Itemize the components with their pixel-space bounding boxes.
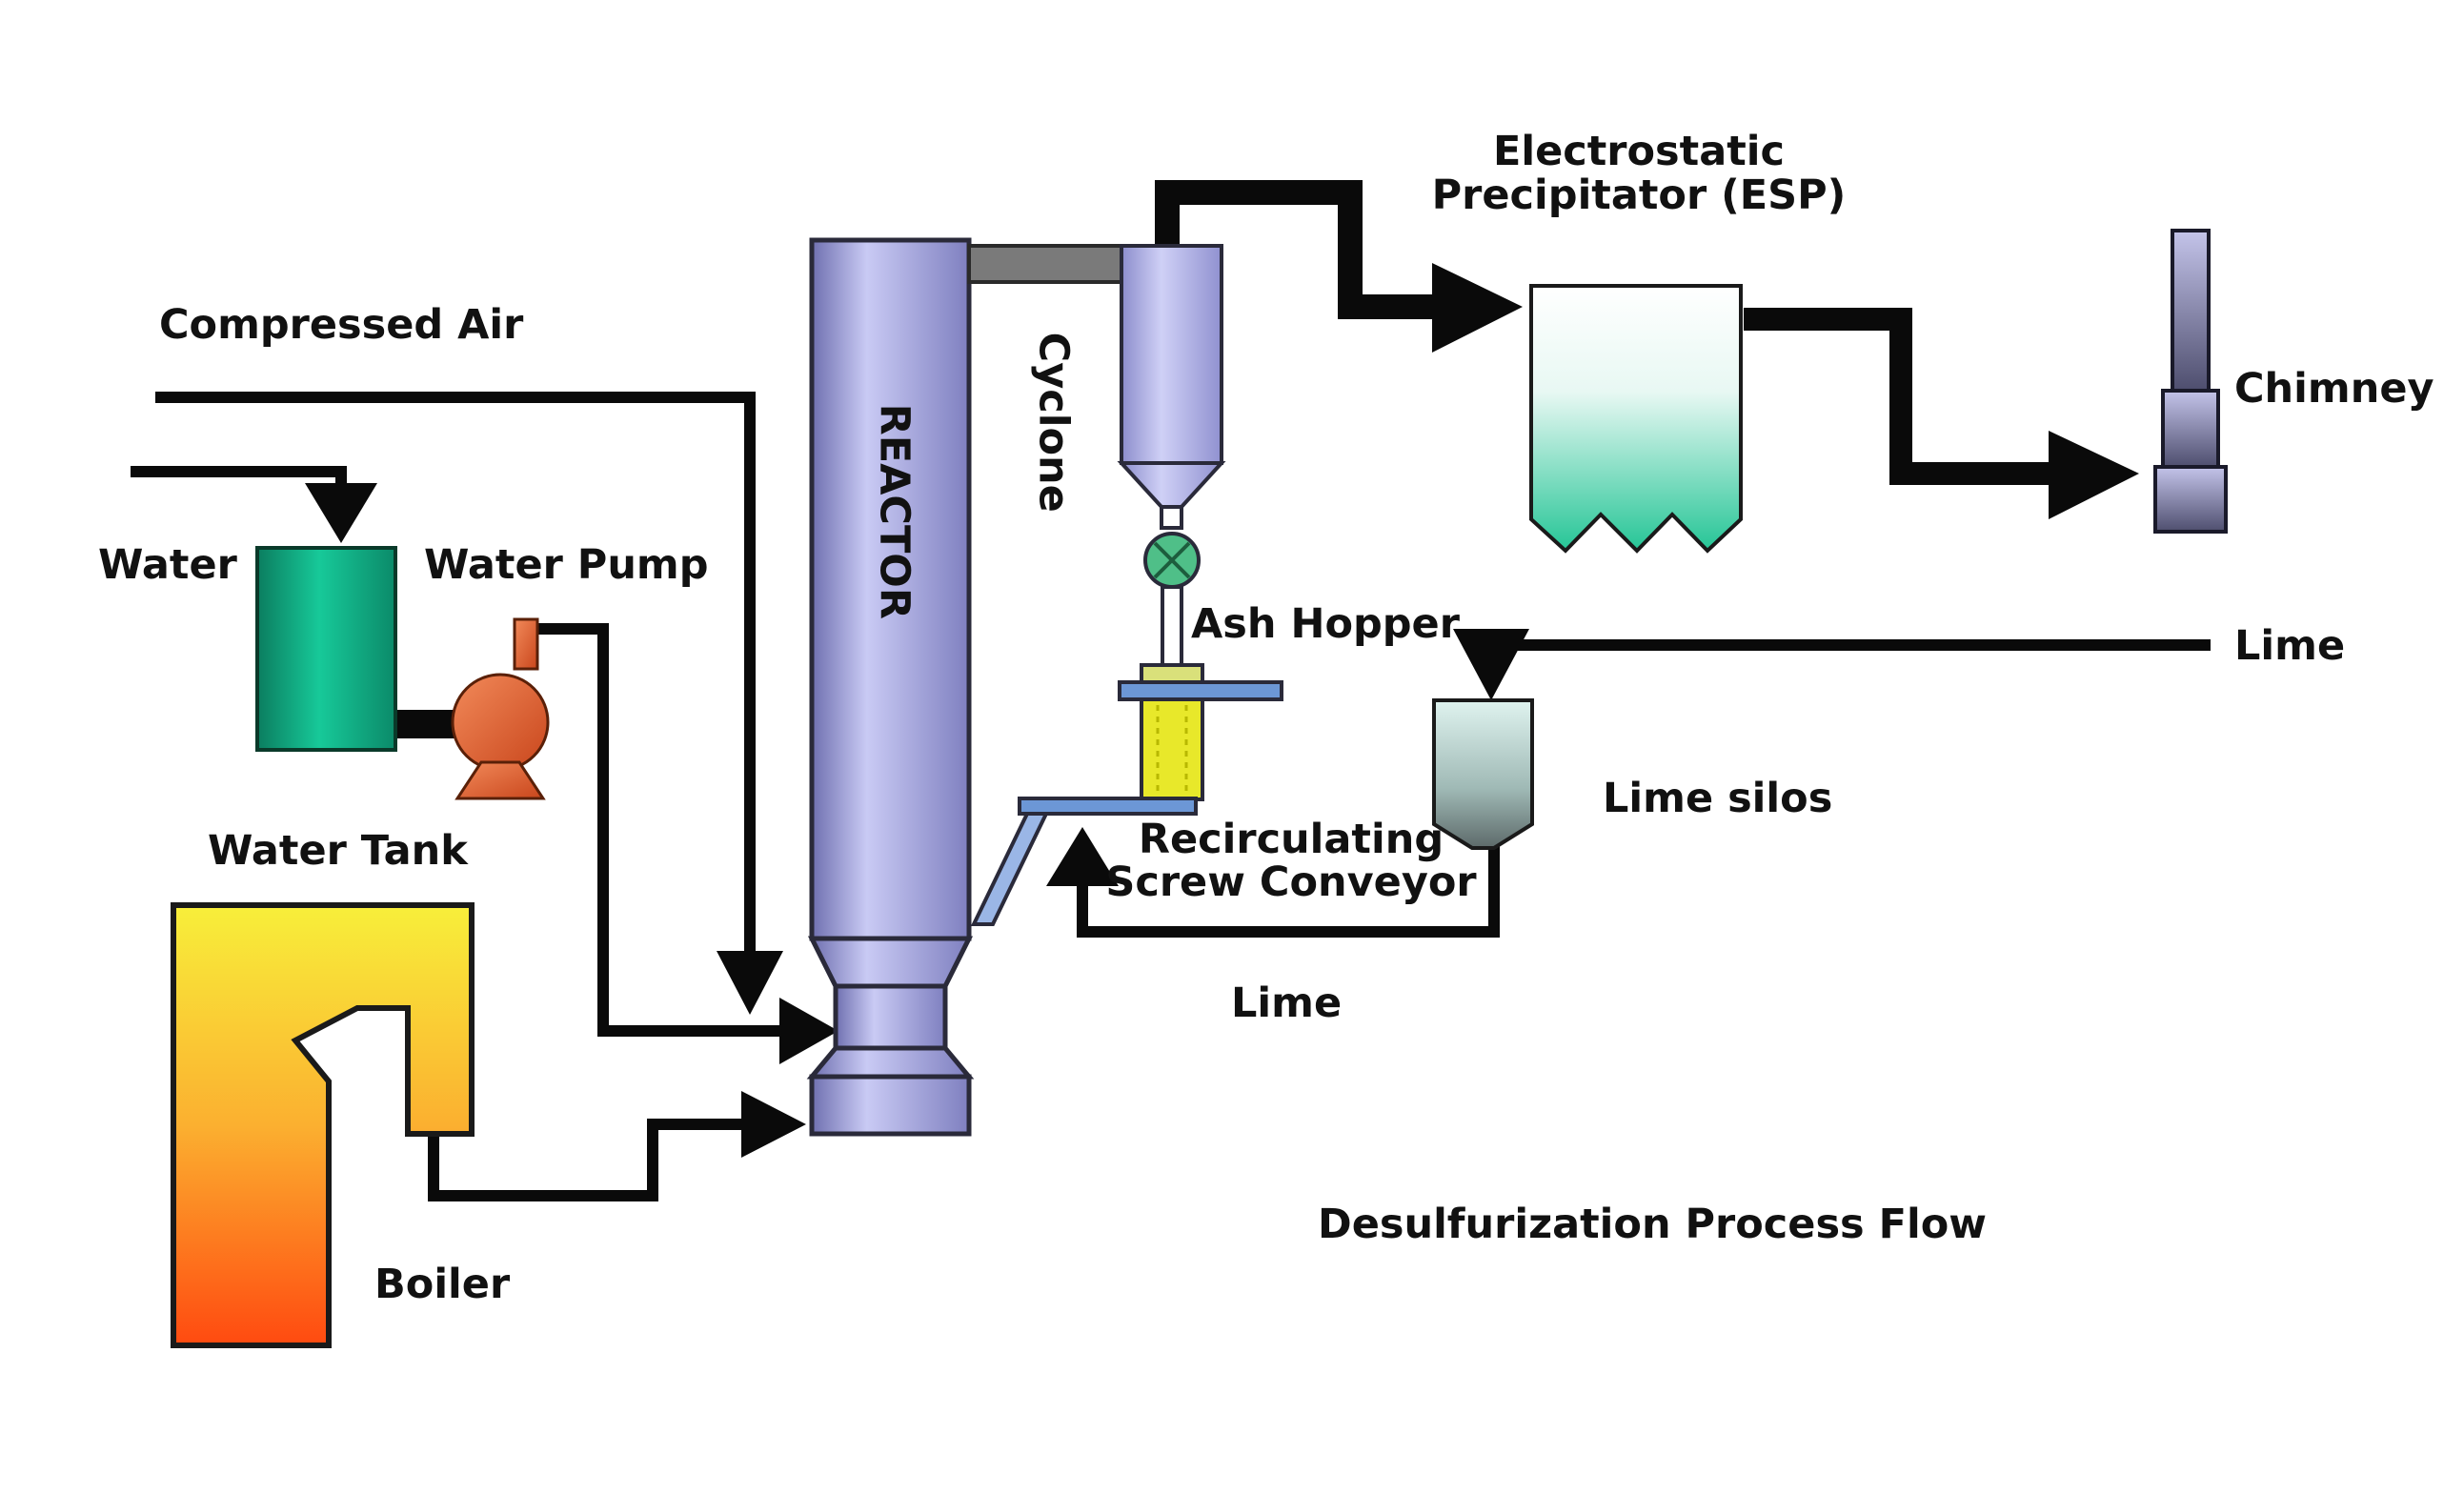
water-pump-icon: [451, 617, 550, 800]
chimney-label: Chimney: [2234, 365, 2434, 413]
water-inlet-line: [131, 466, 347, 486]
conveyor-return-arrow-icon: [1046, 827, 1119, 886]
chimney: [2153, 229, 2228, 534]
boiler-label: Boiler: [374, 1261, 511, 1308]
water-pump-label: Water Pump: [424, 541, 709, 589]
cyclone-to-esp-line: [1155, 180, 1439, 319]
conveyor-label-line2: Screw Conveyor: [1105, 858, 1477, 906]
cyclone: [970, 244, 1283, 926]
esp-to-chimney-line: [1744, 308, 2058, 485]
cyclone-body: [1120, 244, 1223, 465]
conveyor-label-line1: Recirculating: [1138, 816, 1444, 863]
ash-hopper-pipe: [1161, 585, 1183, 667]
esp-label-line2: Precipitator (ESP): [1431, 172, 1847, 219]
lime-silos-label: Lime silos: [1603, 775, 1833, 822]
boiler-line-arrow-icon: [741, 1091, 806, 1158]
cyclone-label: Cyclone: [1029, 332, 1078, 513]
reactor-throat: [833, 983, 948, 1051]
flow-lines: [131, 180, 2211, 1201]
cyclone-outlet: [1160, 505, 1183, 530]
lime-feed-line: [1488, 639, 2211, 667]
reactor-lower-cone: [806, 1045, 975, 1080]
lime-bottom-label: Lime: [1231, 979, 1343, 1027]
diagram-title: Desulfurization Process Flow: [1318, 1201, 1987, 1248]
esp-arrow-icon: [1432, 263, 1523, 353]
cyclone-cone: [1117, 461, 1226, 509]
reactor-label: REACTOR: [870, 403, 919, 619]
compressed-air-label: Compressed Air: [159, 301, 524, 349]
lime-silo: [1432, 698, 1534, 850]
ash-hopper-top: [1140, 663, 1204, 684]
screw-conveyor-plate: [1018, 797, 1198, 816]
lime-feed-label: Lime: [2234, 622, 2346, 670]
lime-silo-arrow-icon: [1453, 629, 1529, 700]
ash-hopper-plate: [1118, 680, 1283, 701]
boiler: [171, 902, 475, 1348]
reactor-upper-cone: [807, 936, 974, 989]
water-label: Water: [98, 541, 237, 589]
electrostatic-precipitator: [1529, 284, 1743, 554]
reactor-base: [809, 1074, 972, 1137]
compressed-air-line: [155, 392, 756, 962]
screw-conveyor-chute: [970, 812, 1050, 926]
compressed-air-arrow-icon: [717, 951, 783, 1015]
ash-hopper-body: [1140, 697, 1204, 801]
water-arrow-icon: [305, 483, 377, 543]
water-tank-label: Water Tank: [208, 827, 468, 875]
pump-to-reactor-line: [524, 623, 781, 1037]
chimney-arrow-icon: [2049, 431, 2139, 519]
reactor-to-cyclone-duct: [967, 244, 1123, 284]
reactor-column: [809, 237, 972, 941]
pump-line-arrow-icon: [779, 998, 838, 1064]
silo-return-line: [1077, 838, 1500, 938]
reactor: [806, 237, 975, 1137]
esp-label-line1: Electrostatic: [1492, 128, 1786, 175]
water-tank: [255, 546, 397, 752]
ash-hopper-label: Ash Hopper: [1191, 600, 1460, 648]
boiler-to-reactor-line: [428, 1119, 748, 1201]
